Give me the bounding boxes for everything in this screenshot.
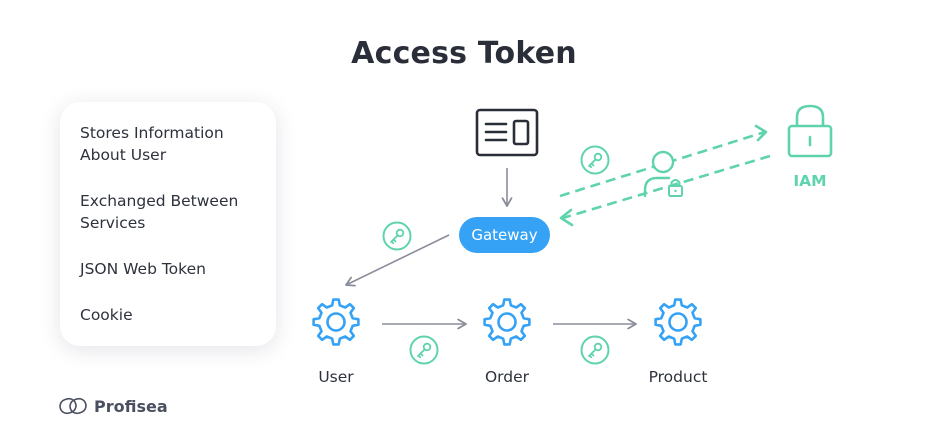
iam-token-exchange <box>559 124 771 227</box>
service-label-order: Order <box>484 368 530 386</box>
brand: Profisea <box>60 396 168 416</box>
key-icon <box>382 221 412 251</box>
browser-window-icon <box>475 108 539 157</box>
info-item: Exchanged Between Services <box>80 192 239 232</box>
key-icon <box>409 335 439 365</box>
info-item: Cookie <box>80 306 133 324</box>
dashed-response-line <box>562 154 771 220</box>
user-lock-icon <box>643 150 683 198</box>
padlock-icon <box>787 104 833 158</box>
info-item: Stores Information About User <box>80 124 224 164</box>
profisea-logo-icon <box>59 397 87 415</box>
gear-icon <box>483 298 531 346</box>
gear-icon <box>654 298 702 346</box>
iam-label: IAM <box>793 172 827 190</box>
key-icon <box>580 145 610 175</box>
page-title: Access Token <box>351 36 577 71</box>
dashed-arrowhead-to-gateway <box>559 208 574 227</box>
info-item: JSON Web Token <box>80 260 206 278</box>
gear-icon <box>312 298 360 346</box>
dashed-arrowhead-to-iam <box>754 124 768 142</box>
info-card: Stores Information About User Exchanged … <box>60 102 276 346</box>
key-icon <box>580 335 610 365</box>
brand-name: Profisea <box>94 396 168 416</box>
arrow-gateway-to-user <box>345 234 450 287</box>
service-label-user: User <box>318 368 354 386</box>
service-label-product: Product <box>648 368 708 386</box>
dashed-request-line <box>559 130 766 198</box>
gateway-node: Gateway <box>459 217 550 253</box>
